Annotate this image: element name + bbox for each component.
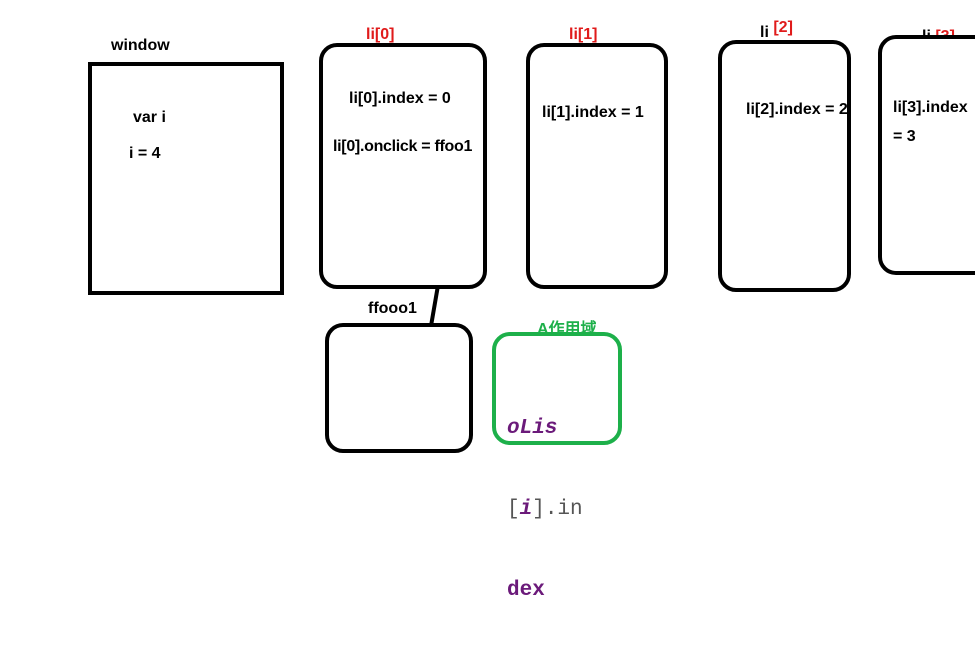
scope-code: oLis [i].in dex — [507, 361, 583, 658]
function-box — [325, 323, 473, 453]
scope-box: oLis [i].in dex — [492, 332, 622, 602]
scope-code-line3: dex — [507, 579, 545, 602]
window-title: window — [111, 37, 170, 54]
li1-box: li[1].index = 1 — [526, 43, 668, 289]
window-var-decl: var i — [133, 109, 166, 126]
window-box: var i i = 4 — [88, 62, 284, 295]
li3-box: li[3].index = 3 — [878, 35, 975, 275]
li3-index-value: = 3 — [893, 128, 916, 145]
function-title: ffooo1 — [368, 300, 417, 317]
li3-index: li[3].index — [893, 99, 968, 116]
li1-index: li[1].index = 1 — [542, 104, 644, 121]
li2-title-prefix: li — [760, 24, 774, 41]
li2-title: li [2] — [760, 19, 793, 42]
li0-index: li[0].index = 0 — [349, 90, 451, 107]
li0-box: li[0].index = 0 li[0].onclick = ffoo1 — [319, 43, 487, 289]
scope-code-line1: oLis — [507, 417, 558, 440]
li0-title: li[0] — [366, 26, 395, 43]
li2-box: li[2].index = 2 — [718, 40, 851, 292]
li1-title: li[1] — [569, 26, 598, 43]
window-var-value: i = 4 — [129, 145, 161, 162]
li0-onclick: li[0].onclick = ffoo1 — [333, 138, 473, 155]
li2-index: li[2].index = 2 — [746, 101, 848, 118]
li2-title-suffix: [2] — [773, 19, 793, 36]
scope-code-line2: [i].in — [507, 498, 583, 521]
